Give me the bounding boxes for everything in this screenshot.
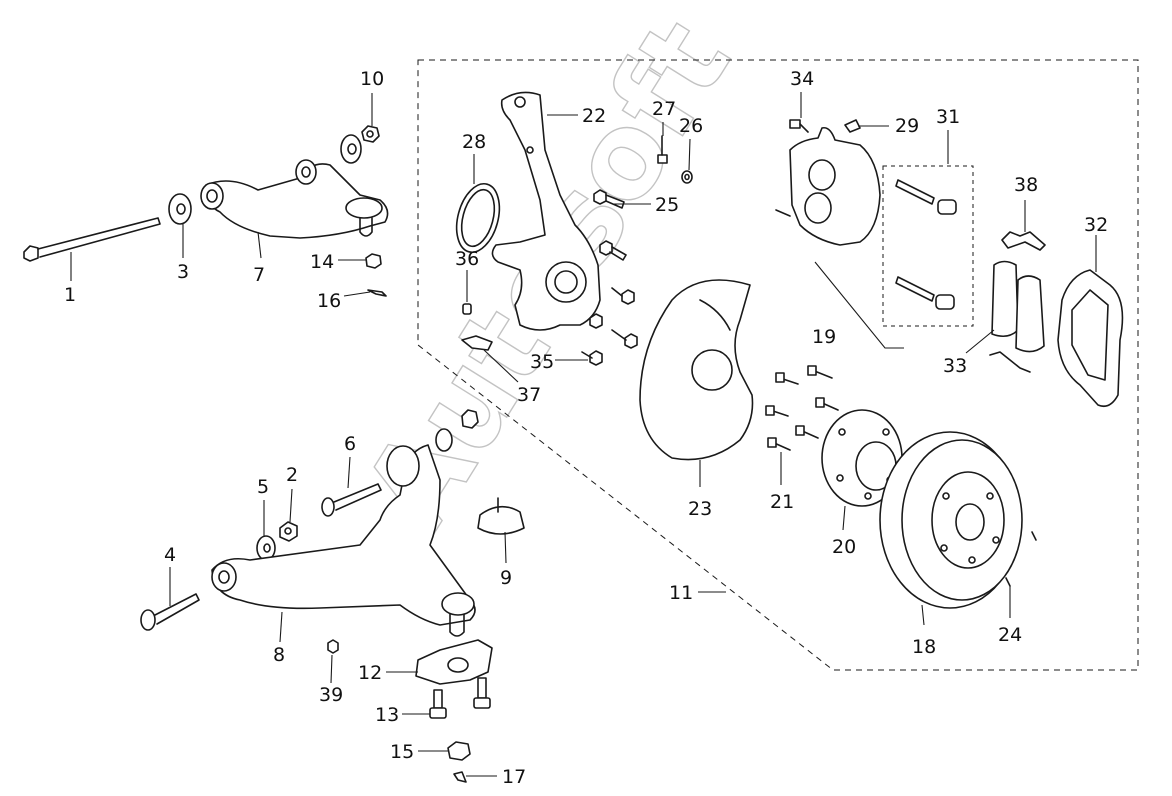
lower-arm-bolt-6[interactable] bbox=[321, 483, 382, 517]
knuckle-bolt-b[interactable] bbox=[611, 287, 635, 305]
upper-control-arm[interactable] bbox=[200, 159, 389, 239]
leader-lines bbox=[70, 92, 1097, 777]
upper-arm-bolt[interactable] bbox=[23, 217, 161, 262]
callout-1: 1 bbox=[64, 284, 76, 306]
callout-29: 29 bbox=[895, 115, 919, 137]
nut-14[interactable] bbox=[365, 253, 382, 269]
callout-5: 5 bbox=[257, 476, 269, 498]
cotter-pin-17[interactable] bbox=[453, 771, 467, 783]
nut-15[interactable] bbox=[447, 741, 471, 761]
bolt-13[interactable] bbox=[429, 677, 491, 719]
brake-pads[interactable] bbox=[989, 260, 1045, 373]
callout-20: 20 bbox=[832, 536, 856, 558]
callout-14: 14 bbox=[310, 251, 334, 273]
bracket-37[interactable] bbox=[461, 335, 493, 351]
callout-28: 28 bbox=[462, 131, 486, 153]
callout-17: 17 bbox=[502, 766, 526, 788]
callout-11: 11 bbox=[669, 582, 693, 604]
lower-ball-joint-bracket[interactable] bbox=[415, 639, 493, 685]
callout-2: 2 bbox=[286, 464, 298, 486]
bolt-27[interactable] bbox=[657, 135, 668, 164]
washer-3[interactable] bbox=[168, 193, 192, 225]
callout-10: 10 bbox=[360, 68, 384, 90]
screw-36[interactable] bbox=[462, 303, 472, 315]
callout-7: 7 bbox=[253, 264, 265, 286]
callout-9: 9 bbox=[500, 567, 512, 589]
callout-37: 37 bbox=[517, 384, 541, 406]
callout-6: 6 bbox=[344, 433, 356, 455]
callout-18: 18 bbox=[912, 636, 936, 658]
rotor-screw-24[interactable] bbox=[1005, 531, 1037, 587]
callout-3: 3 bbox=[177, 261, 189, 283]
callout-27: 27 bbox=[652, 98, 676, 120]
bump-stop[interactable] bbox=[477, 497, 525, 535]
assembly-boundary bbox=[417, 59, 1139, 671]
bushing-washers[interactable] bbox=[435, 409, 479, 452]
nut-2[interactable] bbox=[279, 521, 298, 542]
guide-pin-kit-box bbox=[882, 165, 974, 327]
brake-dust-shield[interactable] bbox=[639, 279, 754, 461]
callout-35: 35 bbox=[530, 351, 554, 373]
lower-control-arm[interactable] bbox=[211, 444, 476, 637]
cotter-pin-16[interactable] bbox=[367, 289, 387, 297]
callout-26: 26 bbox=[679, 115, 703, 137]
washer-26[interactable] bbox=[681, 170, 693, 184]
nut-39[interactable] bbox=[327, 639, 339, 654]
callout-8: 8 bbox=[273, 644, 285, 666]
steering-knuckle[interactable] bbox=[491, 91, 601, 331]
callout-labels: 1 2 3 4 5 6 7 8 9 10 11 12 13 14 15 16 1… bbox=[64, 68, 1108, 788]
callout-4: 4 bbox=[164, 544, 176, 566]
callout-12: 12 bbox=[358, 662, 382, 684]
callout-38: 38 bbox=[1014, 174, 1038, 196]
callout-33: 33 bbox=[943, 355, 967, 377]
washer-10[interactable] bbox=[340, 134, 362, 164]
callout-25: 25 bbox=[655, 194, 679, 216]
callout-22: 22 bbox=[582, 105, 606, 127]
callout-16: 16 bbox=[317, 290, 341, 312]
brake-rotor[interactable] bbox=[879, 431, 1023, 609]
bolt-34[interactable] bbox=[789, 119, 809, 133]
knuckle-bolt-d[interactable] bbox=[611, 329, 638, 349]
brake-caliper[interactable] bbox=[775, 126, 881, 246]
knuckle-bolt-c[interactable] bbox=[589, 313, 603, 329]
hub-bolts[interactable] bbox=[765, 365, 839, 451]
guide-pin-lower[interactable] bbox=[895, 276, 955, 310]
callout-21: 21 bbox=[770, 491, 794, 513]
callout-19: 19 bbox=[812, 326, 836, 348]
callout-39: 39 bbox=[319, 684, 343, 706]
dust-seal-ring[interactable] bbox=[450, 179, 507, 257]
lower-arm-bolt-4[interactable] bbox=[140, 593, 200, 631]
bleeder-screw-29[interactable] bbox=[844, 119, 861, 133]
guide-pin-upper[interactable] bbox=[895, 179, 957, 215]
wheel-hub[interactable] bbox=[821, 409, 903, 507]
callout-23: 23 bbox=[688, 498, 712, 520]
knuckle-bolt-a[interactable] bbox=[599, 240, 627, 261]
callout-36: 36 bbox=[455, 248, 479, 270]
callout-34: 34 bbox=[790, 68, 814, 90]
caliper-bracket[interactable] bbox=[1057, 269, 1124, 408]
callout-31: 31 bbox=[936, 106, 960, 128]
bolt-35[interactable] bbox=[581, 350, 603, 366]
pad-clip[interactable] bbox=[1001, 231, 1046, 251]
callout-15: 15 bbox=[390, 741, 414, 763]
callout-32: 32 bbox=[1084, 214, 1108, 236]
callout-24: 24 bbox=[998, 624, 1022, 646]
nut-10[interactable] bbox=[361, 125, 380, 143]
callout-13: 13 bbox=[375, 704, 399, 726]
